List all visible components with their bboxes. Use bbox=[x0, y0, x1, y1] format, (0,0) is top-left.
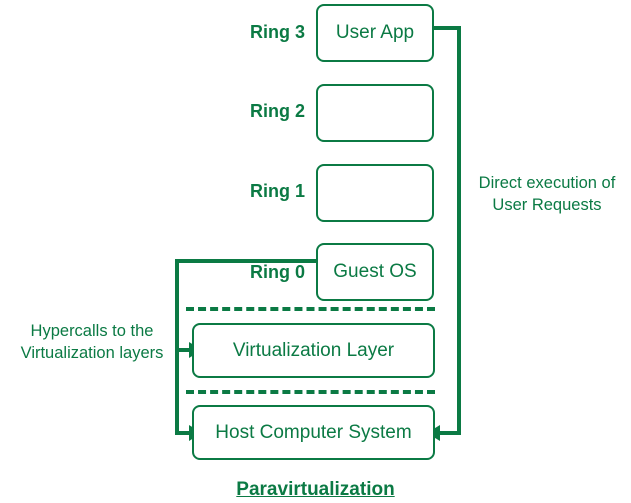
box-virtualization-layer: Virtualization Layer bbox=[192, 323, 435, 378]
connector-left-vertical-rail bbox=[175, 259, 179, 435]
diagram-title: Paravirtualization bbox=[236, 479, 395, 500]
ring-label-ring-3: Ring 3 bbox=[249, 22, 305, 42]
divider-virtualization-host bbox=[186, 390, 435, 394]
ring-label-ring-0: Ring 0 bbox=[249, 262, 305, 282]
ring-label-ring-1: Ring 1 bbox=[249, 181, 305, 201]
box-ring2 bbox=[316, 84, 434, 142]
box-virtualization-layer-label: Virtualization Layer bbox=[232, 339, 395, 361]
box-user-app: User App bbox=[316, 4, 434, 62]
annotation-hypercalls: Hypercalls to the Virtualization layers bbox=[20, 322, 164, 363]
connector-user-app-to-right-rail bbox=[434, 26, 461, 30]
connector-guest-os-to-left-rail bbox=[175, 259, 320, 263]
annotation-direct-execution: Direct execution of User Requests bbox=[478, 174, 616, 215]
connector-left-rail-to-virtualization-layer bbox=[175, 348, 192, 352]
box-user-app-label: User App bbox=[335, 22, 415, 43]
connector-left-rail-to-host bbox=[175, 431, 192, 435]
box-host-computer-system: Host Computer System bbox=[192, 405, 435, 460]
divider-guest-os-virtualization bbox=[186, 307, 435, 311]
connector-right-vertical-rail bbox=[457, 26, 461, 435]
box-ring1 bbox=[316, 164, 434, 222]
box-host-computer-system-label: Host Computer System bbox=[215, 421, 412, 443]
box-guest-os-label: Guest OS bbox=[333, 261, 417, 282]
connector-right-rail-to-host bbox=[438, 431, 461, 435]
box-guest-os: Guest OS bbox=[316, 243, 434, 301]
ring-label-ring-2: Ring 2 bbox=[249, 101, 305, 121]
